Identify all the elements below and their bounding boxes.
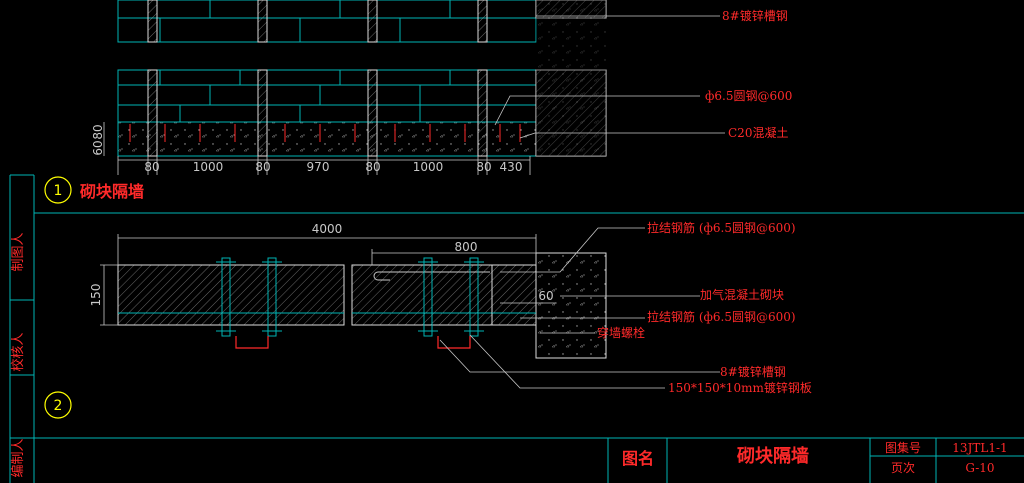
title-block-page-value: G-10 (965, 461, 994, 475)
callout-steel-plate: 150*150*10mm镀锌钢板 (668, 381, 812, 395)
side-label-strip: 制图人 校核人 编制人 (10, 232, 26, 477)
title-block-set-value: 13JTL1-1 (952, 441, 1007, 455)
dim-h-4: 80 (365, 160, 380, 174)
section-number-2: 2 (54, 398, 63, 414)
callout-tie-bar-2: 拉结钢筋 (ф6.5圆钢@600) (647, 309, 796, 324)
dim-h-5: 1000 (413, 160, 444, 174)
section1-elevation: 80 1000 80 970 80 1000 80 430 60 80 8#镀锌… (44, 0, 792, 204)
title-block: 图名 砌块隔墙 图集号 13JTL1-1 页次 G-10 (622, 440, 1008, 475)
dim-v-0: 60 (91, 140, 105, 155)
dim-800: 800 (455, 240, 478, 254)
callout-c20-concrete: C20混凝土 (728, 125, 788, 140)
section-number-1: 1 (54, 183, 63, 199)
section-number-circle-2 (44, 391, 72, 419)
dim-h-1: 1000 (193, 160, 224, 174)
callout-aerated-block: 加气混凝土砌块 (700, 287, 784, 302)
callout-channel-steel: 8#镀锌槽钢 (722, 9, 788, 23)
dim-h-0: 80 (144, 160, 159, 174)
dim-v-1: 80 (91, 124, 105, 139)
callout-round-steel: ф6.5圆钢@600 (705, 89, 792, 103)
side-label-drafter: 制图人 (11, 232, 26, 271)
dim-150: 150 (89, 284, 103, 307)
callout-channel-steel-2: 8#镀锌槽钢 (720, 365, 786, 379)
callout-tie-bar-1: 拉结钢筋 (ф6.5圆钢@600) (647, 220, 796, 235)
section1-title: 砌块隔墙 (79, 182, 144, 201)
title-block-set-label: 图集号 (885, 440, 921, 455)
dim-4000: 4000 (312, 222, 343, 236)
dim-60: 60 (538, 289, 553, 303)
drawing-frame (9, 174, 1024, 483)
dim-h-7: 430 (500, 160, 523, 174)
dim-h-3: 970 (307, 160, 330, 174)
title-block-page-label: 页次 (891, 461, 915, 475)
dim-h-2: 80 (255, 160, 270, 174)
section2-plan: 4000 800 150 60 拉结钢筋 (ф6.5圆钢@600) 加气混凝土砌… (44, 220, 812, 419)
side-label-compiler: 编制人 (11, 438, 26, 477)
title-block-name-label: 图名 (622, 449, 654, 468)
title-block-name-value: 砌块隔墙 (736, 445, 809, 467)
side-label-checker: 校核人 (10, 332, 26, 371)
section-number-circle-1 (44, 176, 72, 204)
callout-through-bolt: 穿墙螺栓 (597, 325, 645, 340)
dim-h-6: 80 (476, 160, 491, 174)
